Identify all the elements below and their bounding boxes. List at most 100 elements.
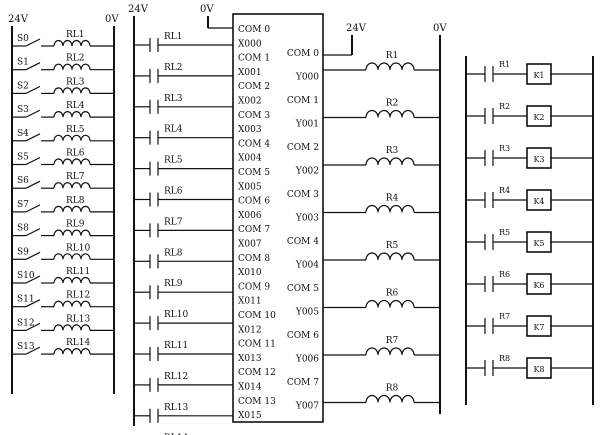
relay-coil (53, 63, 91, 70)
contact-label: RL10 (164, 310, 188, 320)
switch-blade (25, 204, 41, 213)
input-rung: RL6 (134, 187, 233, 207)
contact-label: RL13 (164, 403, 188, 413)
contact-label: R3 (499, 144, 510, 153)
plc-output-terminal: Y006 (295, 355, 319, 365)
input-rungs: RL1RL2RL3RL4RL5RL6RL7RL8RL9RL10RL11RL12R… (134, 27, 233, 435)
contact-label: RL8 (164, 248, 183, 258)
load-label: K4 (533, 197, 544, 206)
switch-label: S6 (17, 176, 29, 186)
plc-input-terminal: X014 (238, 383, 262, 393)
contact-label: R5 (499, 228, 510, 237)
coil-label: RL11 (66, 267, 90, 277)
output-rung: R1 (323, 51, 440, 71)
input-rung: RL7 (134, 217, 233, 238)
switch-label: S3 (17, 105, 29, 115)
load-label: K1 (533, 71, 544, 80)
output-rung: R7 (323, 336, 440, 356)
output-rail-24v-label: 24V (346, 23, 367, 34)
relay-coil (53, 276, 91, 284)
coil-label: RL10 (66, 243, 90, 253)
switch-label: S11 (17, 295, 35, 305)
output-rung: R2 (323, 99, 440, 119)
contact-label: RL11 (164, 341, 188, 351)
switch-blade (25, 299, 41, 308)
switch-blade (25, 109, 41, 118)
contact-label: R7 (499, 312, 510, 321)
contact-label: RL12 (164, 372, 188, 382)
switch-blade (25, 180, 41, 189)
contact-label: RL3 (164, 94, 183, 104)
plc-output-terminal: Y007 (295, 402, 319, 412)
coil-label: R4 (386, 194, 399, 204)
plc-input-terminal: X003 (238, 125, 262, 135)
switch-blade (25, 275, 41, 284)
coil-label: RL9 (66, 220, 85, 230)
load-label: K7 (533, 323, 544, 332)
input-rung: RL9 (134, 279, 233, 300)
plc-output-terminal: COM 1 (287, 96, 319, 106)
coil-label: RL6 (66, 149, 85, 159)
contact-label: RL7 (164, 217, 183, 227)
switch-label: S5 (17, 153, 29, 163)
contact-label: R4 (499, 186, 510, 195)
input-rung: RL10 (134, 310, 233, 331)
load-label: K2 (533, 113, 544, 122)
plc-output-terminal: COM 2 (287, 143, 319, 153)
output-rung: R4 (323, 194, 440, 214)
plc-input-terminal: COM 2 (238, 82, 270, 92)
plc-input-terminal: COM 12 (238, 368, 276, 378)
left-rung: S5 RL6 (12, 149, 114, 166)
contact-label: RL14 (164, 434, 188, 435)
input-rung: RL5 (134, 156, 233, 176)
left-rail-24v-label: 24V (8, 14, 29, 25)
input-rung: RL11 (134, 341, 233, 361)
coil-label: RL1 (66, 30, 84, 40)
contact-label: RL2 (164, 63, 182, 73)
coil-label: R8 (386, 384, 399, 394)
switch-blade (25, 133, 41, 142)
plc-input-terminal: COM 3 (238, 111, 270, 121)
output-rung: R6 (323, 289, 440, 309)
switch-label: S12 (17, 318, 35, 328)
coil-label: R3 (386, 146, 399, 156)
input-rung: RL14 (164, 434, 188, 435)
plc-input-terminal: X010 (238, 268, 262, 278)
plc-input-terminal: COM 9 (238, 282, 270, 292)
plc-box (232, 13, 324, 423)
relay-coil (53, 205, 91, 212)
contact-label: RL1 (164, 32, 182, 42)
output-rung: R5 (323, 241, 440, 261)
coil-label: RL5 (66, 125, 85, 135)
relay-coil (365, 394, 415, 403)
contact-label: RL9 (164, 279, 183, 289)
relay-coil (365, 299, 415, 308)
relay-coil (53, 87, 91, 94)
input-rung: RL12 (134, 372, 233, 392)
coil-label: R1 (386, 51, 399, 61)
input-rung: RL3 (134, 94, 233, 114)
relay-coil (53, 348, 91, 355)
contact-label: R8 (499, 354, 510, 363)
relay-coil (365, 204, 415, 213)
plc-output-terminal: COM 5 (287, 284, 319, 294)
plc-output-terminal: COM 3 (287, 190, 319, 200)
